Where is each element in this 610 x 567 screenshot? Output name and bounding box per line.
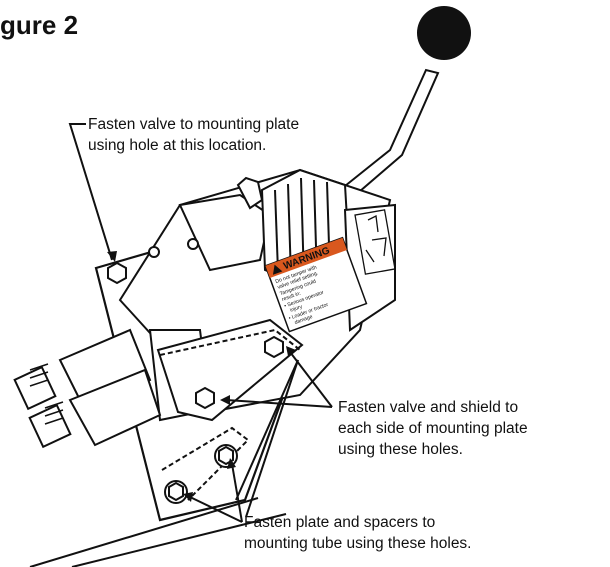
callout-shield-holes: Fasten valve and shield to each side of … <box>338 397 528 460</box>
callout-upper-hole: Fasten valve to mounting plate using hol… <box>88 114 299 156</box>
valve-body <box>118 168 396 501</box>
callout-line: mounting tube using these holes. <box>244 535 472 552</box>
callout-line: using hole at this location. <box>88 137 267 154</box>
callout-line: each side of mounting plate <box>338 420 528 437</box>
hydraulic-couplers <box>13 328 162 449</box>
control-pattern-decal <box>354 209 396 275</box>
leader-lines <box>68 123 333 523</box>
mounting-holes <box>107 238 284 504</box>
mounting-tube <box>29 497 287 567</box>
callout-line: Fasten plate and spacers to <box>244 514 436 531</box>
lever-handle <box>338 6 471 200</box>
callout-line: Fasten valve and shield to <box>338 399 519 416</box>
lever-knob <box>417 6 471 60</box>
warning-decal: WARNING Do not tamper with valve relief … <box>264 236 368 333</box>
callout-tube-holes: Fasten plate and spacers to mounting tub… <box>244 512 472 554</box>
figure-title: gure 2 <box>0 10 79 40</box>
leader-arrowheads <box>107 251 296 502</box>
callout-line: Fasten valve to mounting plate <box>88 116 300 133</box>
warning-line: injury <box>289 304 303 314</box>
callout-line: using these holes. <box>338 441 463 458</box>
